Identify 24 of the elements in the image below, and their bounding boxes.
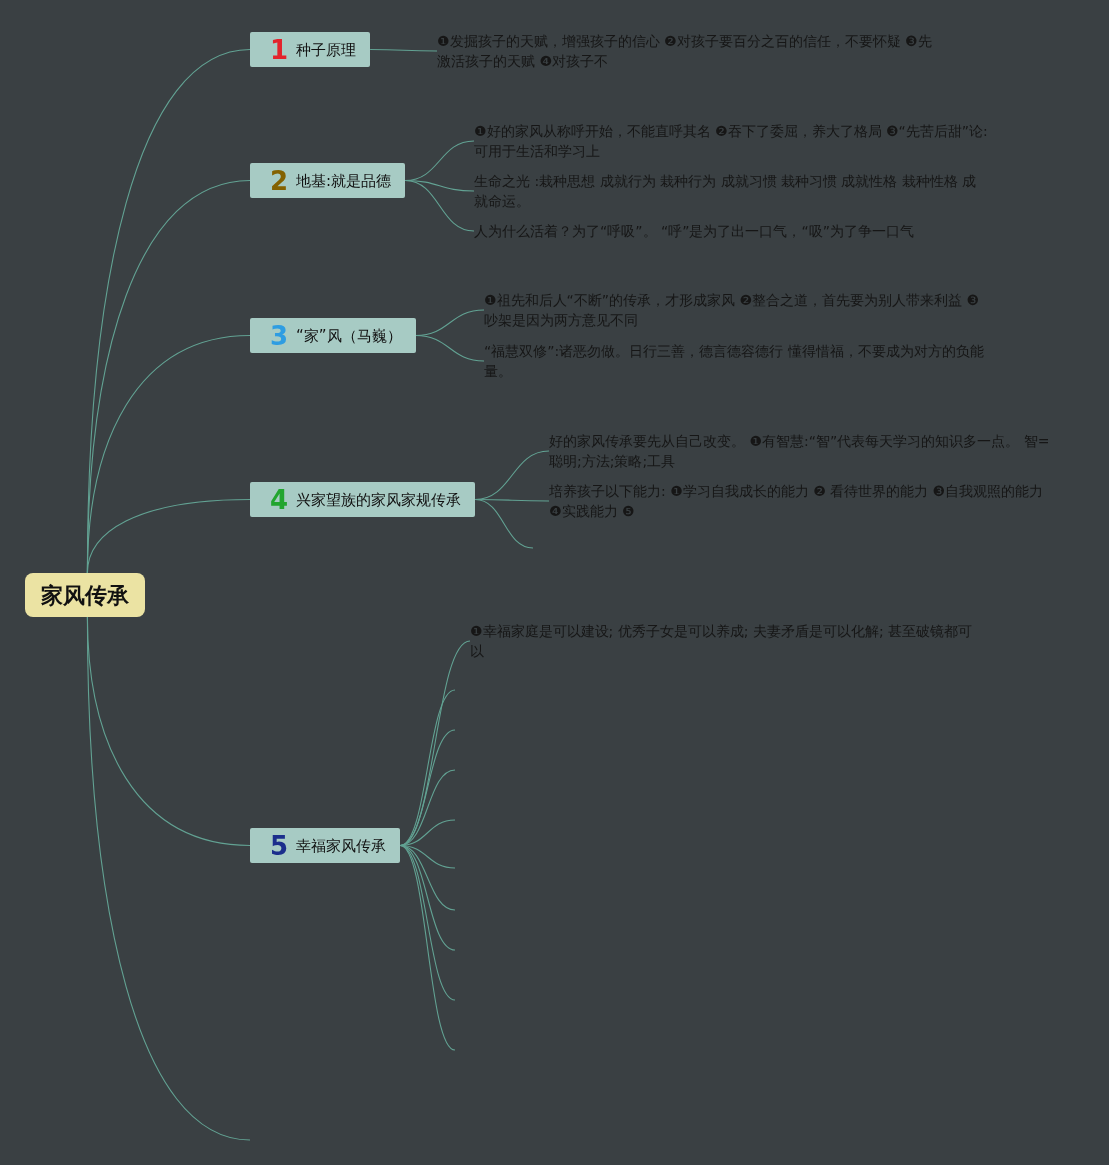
topic-box <box>250 32 371 67</box>
connector-line <box>404 179 475 232</box>
topic-box <box>250 318 416 353</box>
topic-label: 兴家望族的家风家规传承 <box>296 489 462 510</box>
priority-number: 4 <box>270 484 289 515</box>
topic-box <box>250 482 476 517</box>
connector-line <box>399 769 456 847</box>
topic-label: 种子原理 <box>296 39 357 60</box>
priority-number: 5 <box>270 830 289 861</box>
central-topic: 家风传承 <box>25 573 145 617</box>
connector-line <box>369 48 438 52</box>
topic-box <box>250 828 401 863</box>
connector-line <box>474 498 534 549</box>
connector-line <box>399 844 456 1051</box>
topic-label: “家”风（马巍） <box>296 325 402 346</box>
connector-line <box>86 616 251 1141</box>
connector-line <box>415 334 485 362</box>
topic-label: 幸福家风传承 <box>296 835 387 856</box>
connector-line <box>86 498 251 574</box>
priority-number: 1 <box>270 34 289 65</box>
topic-label: 地基:就是品德 <box>296 170 392 191</box>
priority-number: 2 <box>270 165 289 196</box>
topic-box <box>250 163 406 198</box>
priority-number: 3 <box>270 320 289 351</box>
